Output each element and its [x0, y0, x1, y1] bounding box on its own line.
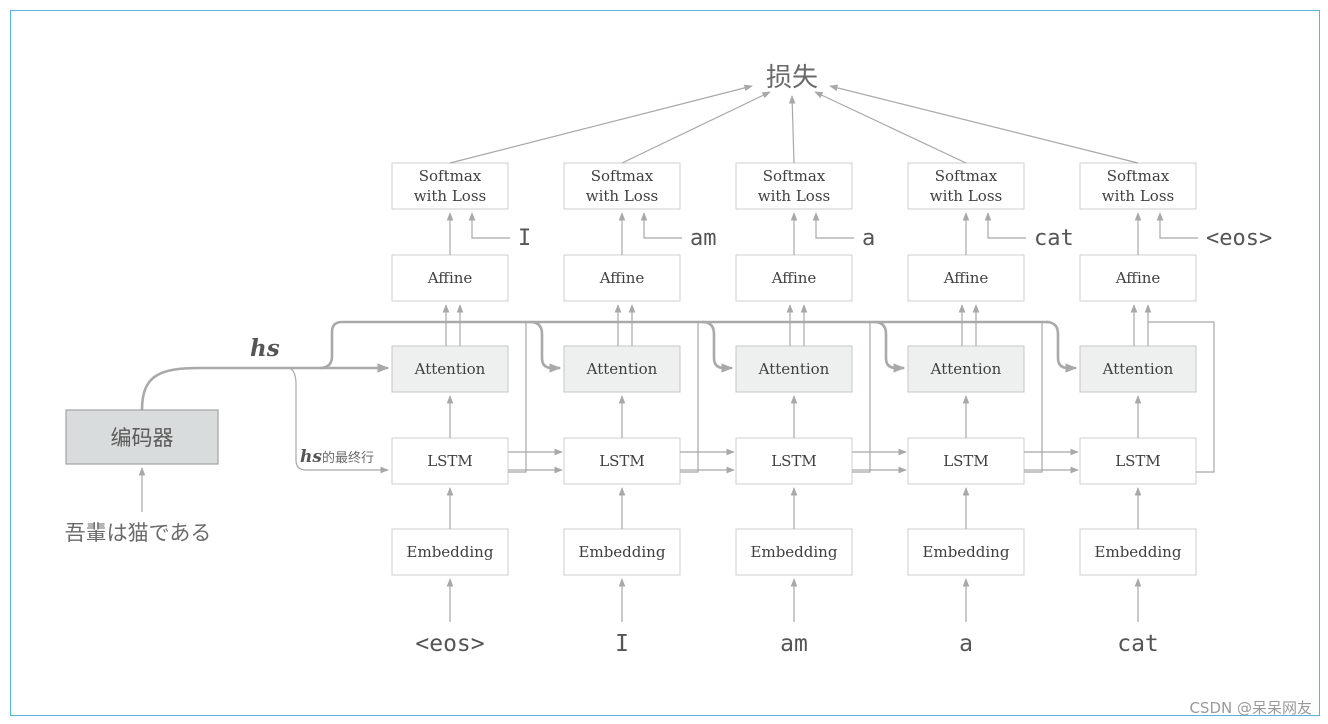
affine-5: Affine — [1079, 254, 1197, 302]
embedding-5-label: Embedding — [1095, 543, 1182, 561]
input-word-3: am — [780, 631, 808, 657]
softmax-with-loss-5: Softmax with Loss — [1079, 162, 1197, 210]
attention-2: Attention — [563, 345, 681, 393]
affine-5-label: Affine — [1115, 269, 1161, 287]
attention-2-label: Attention — [586, 360, 658, 378]
attention-5-label: Attention — [1102, 360, 1174, 378]
lstm-1: LSTM — [391, 437, 509, 485]
lstm-2-label: LSTM — [599, 452, 645, 470]
attention-4-label: Attention — [930, 360, 1002, 378]
target-word-5: <eos> — [1206, 226, 1272, 251]
affine-1: Affine — [391, 254, 509, 302]
affine-2-label: Affine — [599, 269, 645, 287]
softmax-with-loss-1: Softmax with Loss — [391, 162, 509, 210]
softmax-with-loss-1-label: Softmax — [419, 167, 482, 185]
embedding-2-label: Embedding — [579, 543, 666, 561]
softmax-with-loss-2-label: Softmax — [591, 167, 654, 185]
softmax-with-loss-3: Softmax with Loss — [735, 162, 853, 210]
hs-label: hs — [250, 335, 280, 362]
target-word-4: cat — [1034, 226, 1074, 251]
embedding-5: Embedding — [1079, 528, 1197, 576]
hs-to-lstm-arrow — [289, 367, 389, 474]
softmax-to-loss-arrow-3 — [788, 95, 796, 164]
input-word-1: <eos> — [415, 631, 484, 657]
lstm-1-label: LSTM — [427, 452, 473, 470]
target-arrow-5 — [1156, 212, 1198, 239]
softmax-with-loss-3-label: with Loss — [758, 187, 830, 205]
figure-frame — [10, 10, 1320, 716]
hs-to-attention-4-arrow — [873, 320, 906, 373]
softmax-to-loss-arrow-4 — [814, 91, 967, 164]
embedding-2: Embedding — [563, 528, 681, 576]
embedding-4-label: Embedding — [923, 543, 1010, 561]
hs-to-attention-5-arrow — [1045, 320, 1078, 373]
input-word-5: cat — [1117, 631, 1159, 657]
embedding-4: Embedding — [907, 528, 1025, 576]
hs-to-attention-2-arrow — [529, 320, 562, 373]
lstm-3-label: LSTM — [771, 452, 817, 470]
input-word-4: a — [959, 631, 973, 657]
target-arrow-4 — [984, 212, 1026, 239]
attention-3: Attention — [735, 345, 853, 393]
lstm-5: LSTM — [1079, 437, 1197, 485]
affine-3-label: Affine — [771, 269, 817, 287]
lstm-4-label: LSTM — [943, 452, 989, 470]
attention-4: Attention — [907, 345, 1025, 393]
encoder-input-sentence: 吾輩は猫である — [65, 521, 212, 545]
lstm-2: LSTM — [563, 437, 681, 485]
target-word-2: am — [690, 226, 717, 251]
softmax-with-loss-2-label: with Loss — [586, 187, 658, 205]
softmax-with-loss-4-label: with Loss — [930, 187, 1002, 205]
affine-3: Affine — [735, 254, 853, 302]
softmax-with-loss-4: Softmax with Loss — [907, 162, 1025, 210]
target-arrow-1 — [468, 212, 510, 239]
attention-1-label: Attention — [414, 360, 486, 378]
affine-4: Affine — [907, 254, 1025, 302]
softmax-with-loss-4-label: Softmax — [935, 167, 998, 185]
loss-label: 损失 — [766, 63, 818, 93]
affine-2: Affine — [563, 254, 681, 302]
affine-4-label: Affine — [943, 269, 989, 287]
hs-to-attention-3-arrow — [701, 320, 734, 373]
affine-1-label: Affine — [427, 269, 473, 287]
watermark: CSDN @呆呆网友 — [1189, 699, 1312, 717]
target-arrow-3 — [812, 212, 854, 239]
lstm-4: LSTM — [907, 437, 1025, 485]
encoder-block: 编码器 — [65, 409, 219, 465]
target-word-3: a — [862, 226, 875, 251]
lstm-hidden-route-5 — [1148, 321, 1215, 473]
target-arrow-2 — [640, 212, 682, 239]
target-word-1: I — [518, 226, 531, 251]
attention-1: Attention — [391, 345, 509, 393]
hs-path-encoder — [140, 366, 290, 411]
embedding-1: Embedding — [391, 528, 509, 576]
embedding-1-label: Embedding — [407, 543, 494, 561]
softmax-with-loss-5-label: with Loss — [1102, 187, 1174, 205]
lstm-3: LSTM — [735, 437, 853, 485]
softmax-with-loss-2: Softmax with Loss — [563, 162, 681, 210]
embedding-3-label: Embedding — [751, 543, 838, 561]
softmax-with-loss-3-label: Softmax — [763, 167, 826, 185]
softmax-with-loss-5-label: Softmax — [1107, 167, 1170, 185]
embedding-3: Embedding — [735, 528, 853, 576]
encoder-label: 编码器 — [111, 426, 174, 450]
softmax-to-loss-arrow-5 — [829, 84, 1139, 164]
attention-5: Attention — [1079, 345, 1197, 393]
softmax-with-loss-1-label: with Loss — [414, 187, 486, 205]
softmax-to-loss-arrow-1 — [449, 84, 753, 164]
attention-3-label: Attention — [758, 360, 830, 378]
lstm-5-label: LSTM — [1115, 452, 1161, 470]
hs-last-row-label: hs的最终行 — [300, 447, 374, 467]
softmax-to-loss-arrow-2 — [621, 91, 771, 164]
hs-bus — [319, 320, 1050, 370]
input-word-2: I — [615, 631, 629, 657]
